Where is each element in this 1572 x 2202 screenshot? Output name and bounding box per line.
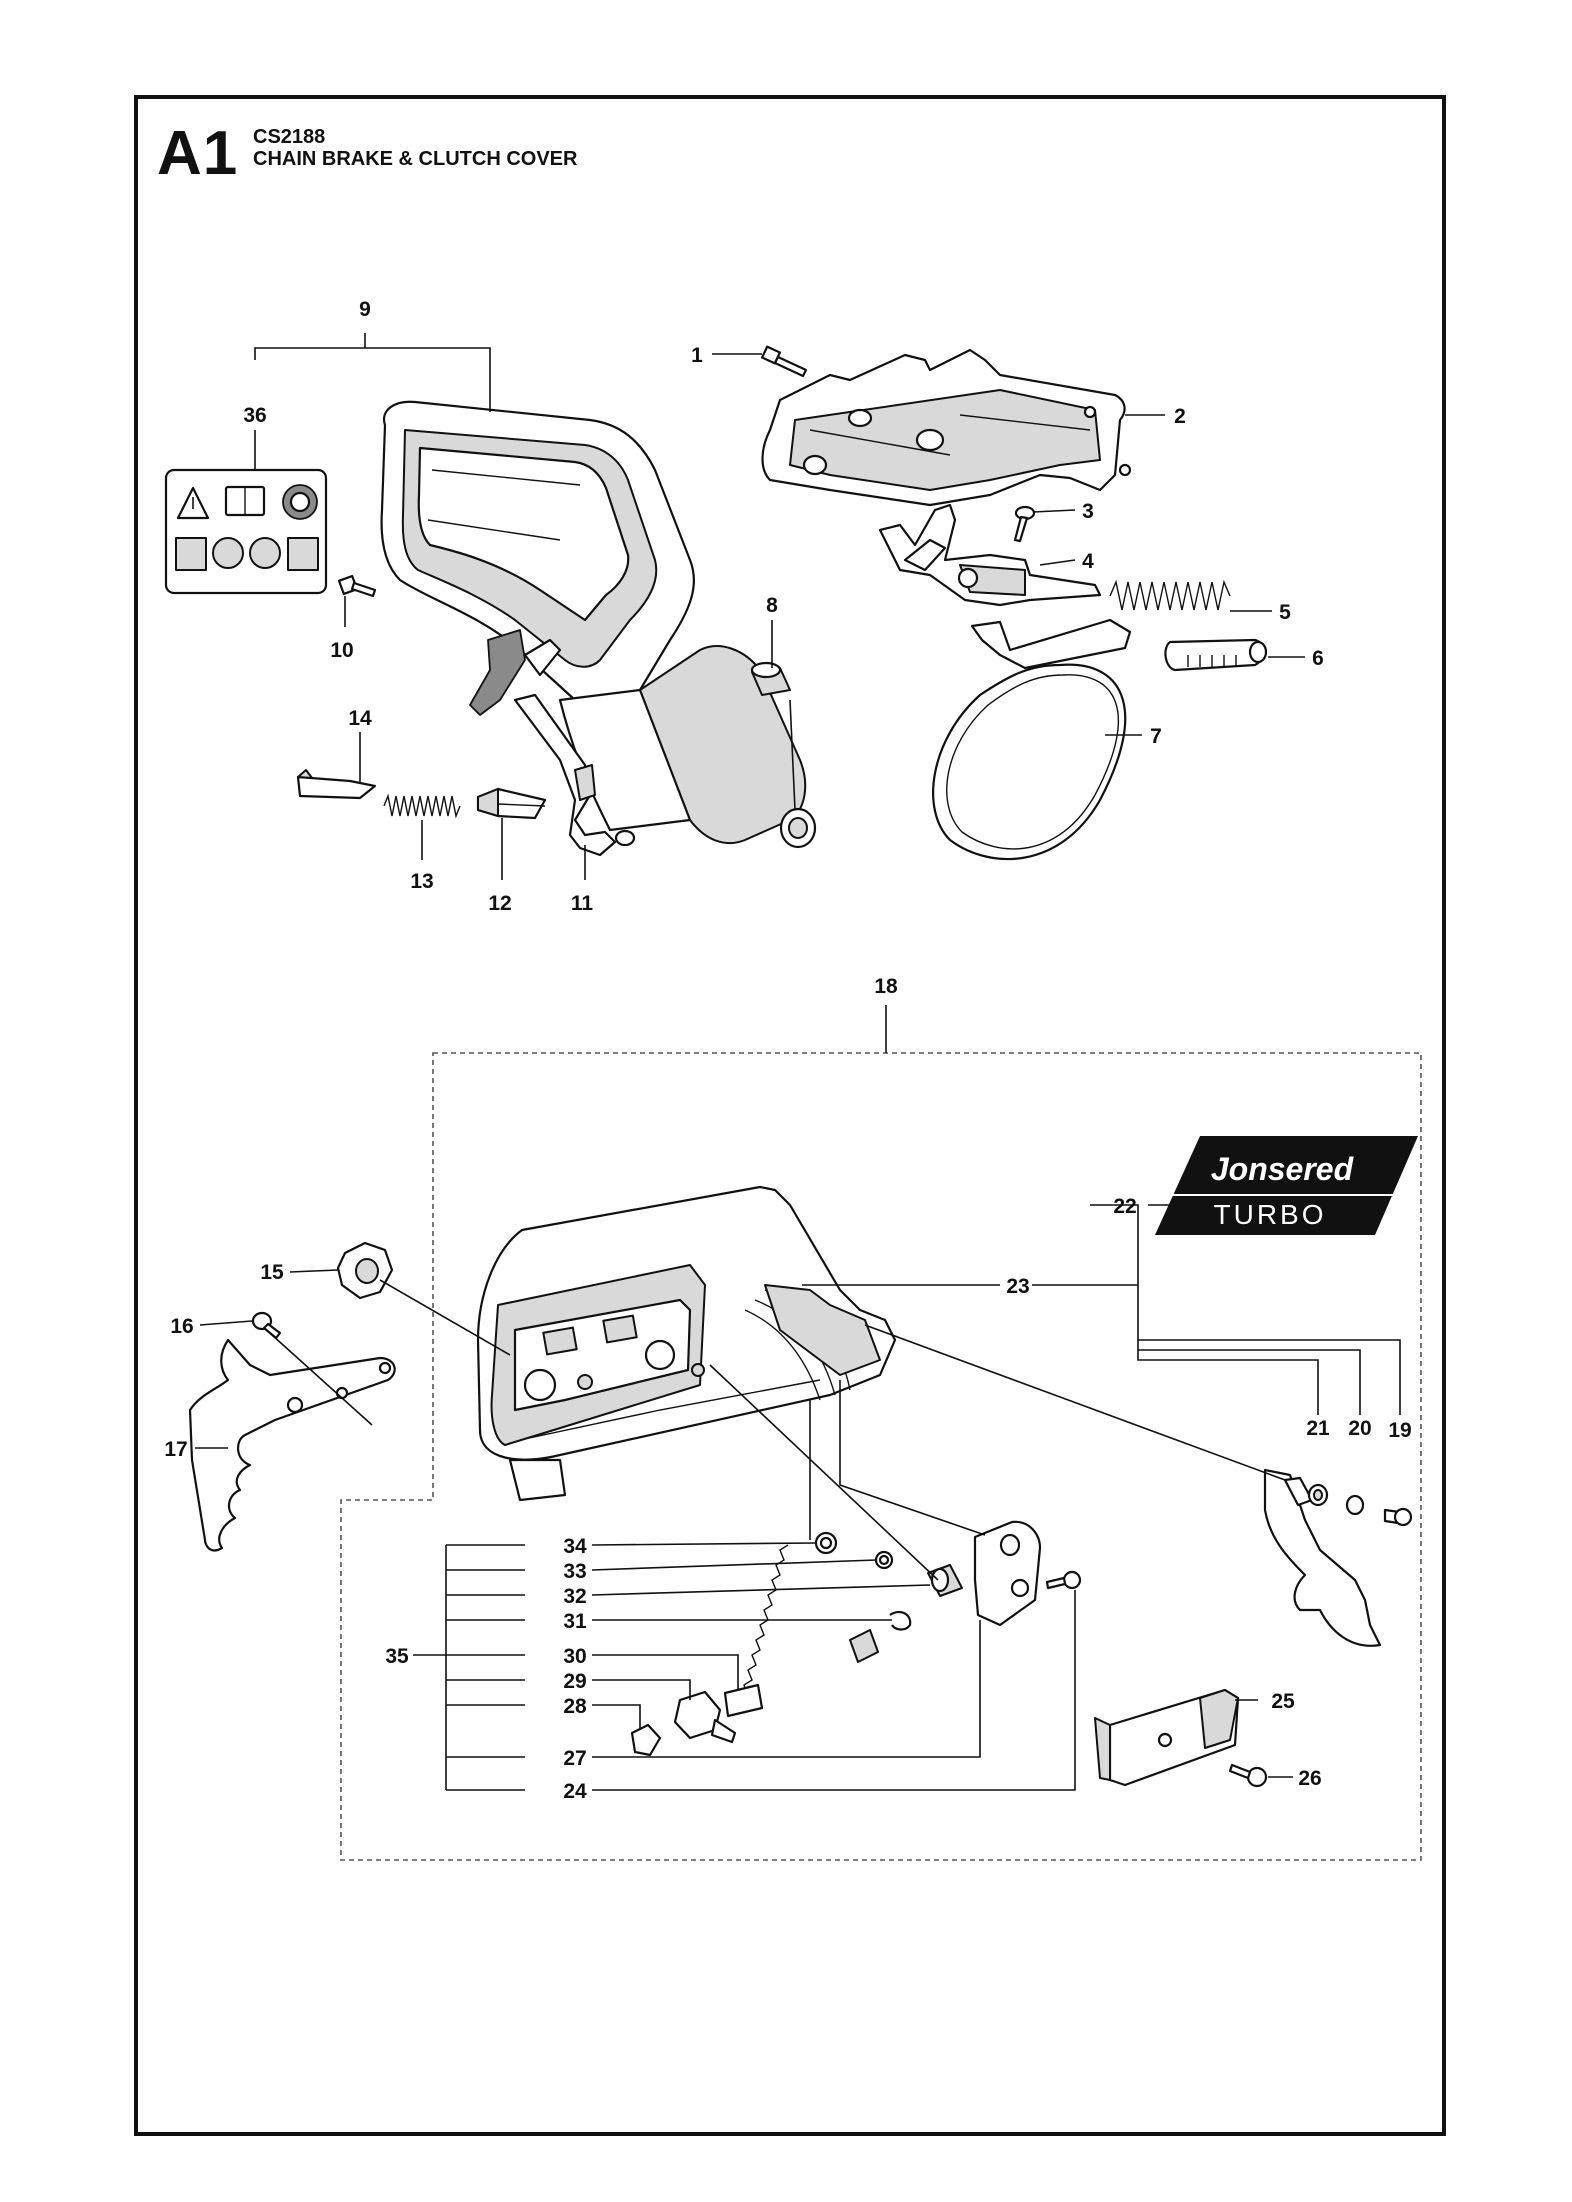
callout-13: 13: [410, 870, 433, 893]
part-17-bumper-spike: [188, 1338, 396, 1552]
drawing-frame: [134, 95, 1446, 2136]
leader-lines: [195, 333, 1401, 1791]
part-12-block: [476, 787, 547, 820]
callout-33: 33: [563, 1560, 586, 1583]
callout-28: 28: [563, 1695, 587, 1718]
part-5-spring: [1109, 579, 1231, 611]
part-19-21-bracket-assembly: [1263, 1468, 1413, 1647]
part-16-screw: [251, 1311, 282, 1340]
part-10-screw: [337, 574, 377, 598]
model-number: CS2188: [253, 126, 326, 148]
part-4-brake-latch: [878, 503, 1102, 607]
page-title: CHAIN BRAKE & CLUTCH COVER: [253, 148, 578, 170]
callout-4: 4: [1082, 550, 1094, 573]
part-32-gear: [927, 1564, 963, 1597]
part-8-sleeve: [750, 661, 791, 696]
callout-9: 9: [359, 298, 371, 321]
callout-34: 34: [563, 1535, 587, 1558]
part-34-washer: [814, 1531, 838, 1555]
callout-24: 24: [563, 1780, 587, 1803]
section-code: A1: [157, 119, 239, 188]
callout-21: 21: [1306, 1417, 1330, 1440]
callout-14: 14: [348, 707, 372, 730]
callout-25: 25: [1271, 1690, 1295, 1713]
callout-19: 19: [1388, 1419, 1411, 1442]
callout-11: 11: [571, 892, 594, 915]
callout-35: 35: [385, 1645, 409, 1668]
callout-30: 30: [563, 1645, 586, 1668]
part-33-washer: [874, 1550, 894, 1570]
part-6-spring-guide: [1164, 638, 1268, 672]
part-11-lever: [513, 693, 636, 857]
callout-31: 31: [563, 1610, 587, 1633]
callout-7: 7: [1150, 725, 1162, 748]
callout-18: 18: [874, 975, 898, 998]
part-23-clutch-cover: [476, 1185, 897, 1502]
part-29-tensioner-block: [673, 1690, 737, 1744]
callout-16: 16: [170, 1315, 193, 1338]
brand-logo-text: Jonsered: [1211, 1151, 1355, 1187]
callout-20: 20: [1348, 1417, 1371, 1440]
callout-32: 32: [563, 1585, 586, 1608]
part-7-brake-band: [932, 618, 1132, 861]
model-badge-text: TURBO: [1214, 1199, 1327, 1230]
callout-22: 22: [1113, 1195, 1136, 1218]
callout-29: 29: [563, 1670, 586, 1693]
callout-8: 8: [766, 594, 778, 617]
callout-15: 15: [260, 1261, 284, 1284]
part-22-brand-decal: Jonsered TURBO: [1155, 1136, 1418, 1235]
part-14-plate: [296, 769, 377, 800]
part-25-plate: [1094, 1688, 1240, 1787]
callout-10: 10: [330, 639, 353, 662]
part-3-screw: [1013, 505, 1036, 543]
part-28-nut: [630, 1723, 662, 1757]
part-26-screw: [1228, 1763, 1268, 1788]
part-15-nut: [336, 1241, 394, 1300]
callout-36: 36: [243, 404, 266, 427]
callout-26: 26: [1298, 1767, 1321, 1790]
part-36-warning-decal: [164, 468, 328, 595]
part-2-brake-cover: [761, 348, 1132, 507]
callout-5: 5: [1279, 601, 1291, 624]
callout-1: 1: [691, 344, 703, 367]
callout-12: 12: [488, 892, 511, 915]
callout-2: 2: [1174, 405, 1186, 428]
callout-23: 23: [1006, 1275, 1029, 1298]
callout-labels: 1 2 3 4 5 6 7 8 9 10 11 12 13 14 15 16 1…: [164, 298, 1411, 1803]
part-24-screw: [1045, 1570, 1082, 1590]
callout-6: 6: [1312, 647, 1324, 670]
part-30-adjust-screw: [723, 1544, 879, 1718]
callout-3: 3: [1082, 500, 1094, 523]
callout-27: 27: [563, 1747, 586, 1770]
part-1-screw: [761, 345, 808, 378]
kit-18-boundary: [340, 1052, 1422, 1861]
part-24-plate: [973, 1520, 1042, 1627]
callout-17: 17: [164, 1438, 187, 1461]
part-31-circlip: [889, 1610, 912, 1631]
part-9-handguard: [380, 400, 817, 849]
part-13-spring: [383, 793, 461, 819]
